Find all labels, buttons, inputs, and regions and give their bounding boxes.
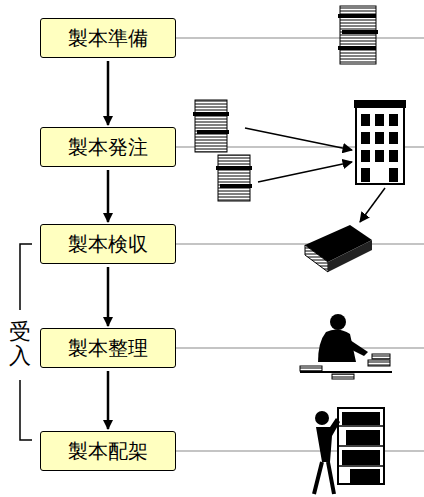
process-box: 製本準備 (40, 18, 176, 58)
box-label: 製本整理 (68, 335, 148, 362)
guide-lines (175, 38, 424, 451)
bindery-building (354, 100, 406, 184)
book-stack (193, 100, 252, 201)
group-label: 受入 (9, 318, 31, 370)
process-box: 製本検収 (40, 224, 176, 264)
flow-arrow (107, 371, 110, 429)
box-label: 製本検収 (68, 231, 148, 258)
shelving (314, 408, 384, 494)
box-label: 製本準備 (68, 25, 148, 52)
bound-book (305, 225, 372, 272)
process-box: 製本配架 (40, 431, 176, 471)
person-at-desk (300, 314, 392, 379)
flow-arrow (107, 61, 110, 125)
flow-arrow (107, 170, 110, 222)
process-box: 製本整理 (40, 328, 176, 368)
process-box: 製本発注 (40, 127, 176, 167)
flow-arrow (245, 128, 385, 222)
box-label: 製本発注 (68, 134, 148, 161)
book-stack (338, 6, 378, 64)
box-label: 製本配架 (68, 438, 148, 465)
flow-arrow (107, 267, 110, 326)
